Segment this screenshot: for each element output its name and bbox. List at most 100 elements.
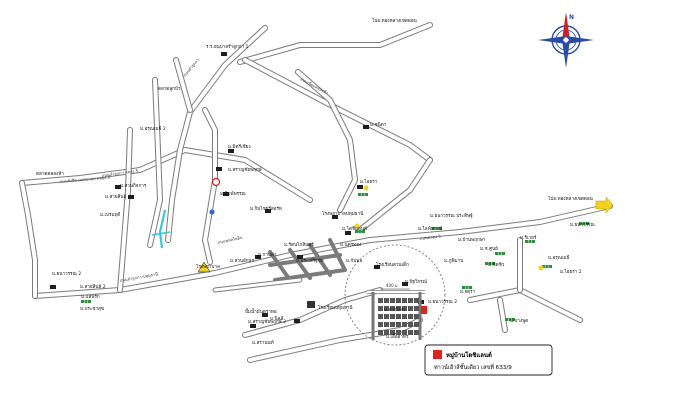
housing-cluster-icon <box>502 252 505 255</box>
housing-unit <box>384 330 389 335</box>
housing-cluster-icons <box>81 193 589 321</box>
housing-cluster-icon <box>81 300 84 303</box>
east-arrow-icon <box>566 36 594 44</box>
building-icon <box>345 231 351 235</box>
housing-cluster-icon <box>355 230 358 233</box>
place-label: โรงพยาบาล <box>196 263 220 270</box>
housing-cluster-icon <box>84 300 88 303</box>
place-label: ม.ประเสริฐชัย <box>296 257 324 264</box>
housing-cluster-icon <box>358 193 361 196</box>
housing-unit <box>408 306 413 311</box>
housing-cluster-icon <box>432 227 435 230</box>
housing-unit <box>390 330 395 335</box>
place-label: ม.ธนาวรรณ ประดิษฐ์ <box>430 212 473 219</box>
housing-unit <box>414 306 419 311</box>
building-icon <box>128 195 134 199</box>
housing-unit <box>390 322 395 327</box>
place-label: ม.โตชิแลนด์ <box>342 225 367 232</box>
building-icon <box>255 255 261 259</box>
housing-cluster-icon <box>462 286 465 289</box>
housing-cluster-icon <box>528 240 532 243</box>
legend-title: หมู่บ้านโตชิแลนด์ <box>446 351 492 360</box>
housing-unit <box>414 322 419 327</box>
building-icon <box>262 313 268 317</box>
housing-cluster-icon <box>549 265 552 268</box>
place-label: ไปอ.ทองหลางเขตดอน <box>547 195 594 202</box>
place-label: ม.อรุณเมธี 2 <box>140 125 166 132</box>
housing-unit <box>402 298 407 303</box>
housing-unit <box>378 298 383 303</box>
place-label: ม.สรานนท์ <box>252 339 274 346</box>
place-label: ม.นครทอง <box>340 242 361 248</box>
place-label: ม.สายไหม <box>384 306 405 313</box>
place-label: ม.ปัฐวิกรณ์ <box>405 278 428 285</box>
housing-cluster-icon <box>469 286 472 289</box>
place-label: ม.สวนอักษร <box>230 257 255 264</box>
housing-cluster-icon <box>542 265 545 268</box>
road-label: ถนนลำลูกกา คลอง 5 <box>101 168 139 179</box>
place-label: ม.ธนาวรรณ 2 <box>52 271 81 277</box>
place-label: ม.ประชาสุข <box>80 306 104 312</box>
compass-rose: N <box>538 12 594 68</box>
housing-unit <box>402 306 407 311</box>
housing-unit <box>408 298 413 303</box>
special-markers <box>197 177 544 308</box>
housing-cluster-icon <box>495 252 498 255</box>
housing-cluster-icon <box>485 262 488 265</box>
building-icon <box>332 215 338 219</box>
place-label: ม.ริเวอร์ <box>520 234 537 241</box>
place-label: ม.กานดา <box>258 253 277 258</box>
building-icon <box>216 167 222 171</box>
place-label: ม.มิตรีเชียง <box>228 143 251 150</box>
place-label: ม.รัตนโกสินทร์ <box>284 241 314 248</box>
housing-unit <box>408 330 413 335</box>
building-icon <box>250 324 256 328</box>
building-icon <box>402 282 408 286</box>
place-label: ม.ธนาวรรณ <box>570 222 596 228</box>
housing-unit <box>390 298 395 303</box>
road-label: ถนนรังสิต-นครนายก คลอง 5 <box>60 175 111 184</box>
housing-unit <box>378 306 383 311</box>
housing-cluster-icon <box>525 240 528 243</box>
south-arrow-icon <box>562 40 570 68</box>
west-arrow-icon <box>538 36 566 44</box>
place-label: ม.กัมพล <box>346 257 362 264</box>
housing-unit <box>396 330 401 335</box>
place-label: ตลาดลูกบัว <box>158 85 181 92</box>
building-icon <box>357 185 363 189</box>
housing-cluster-icon <box>361 193 365 196</box>
housing-cluster-icon <box>465 286 469 289</box>
housing-unit <box>396 298 401 303</box>
place-label: โรงเรียนสวนเด็ก <box>376 260 409 268</box>
legend-subtitle: ทาวน์เฮ้าส์ชั้นเดียว เลขที่ 633/9 <box>434 363 512 371</box>
housing-unit <box>414 330 419 335</box>
housing-unit <box>408 314 413 319</box>
yellow-marker-icon <box>538 265 544 271</box>
place-label: ไปอ.ทองหลางเขตดอน <box>371 17 418 24</box>
hospital-building-icon <box>307 301 315 308</box>
building-icon <box>221 52 227 56</box>
housing-unit <box>384 306 389 311</box>
inset-circle: 400 ม. <box>344 244 446 346</box>
road-network <box>19 22 613 363</box>
housing-cluster-icon <box>505 318 508 321</box>
place-label: ม.ไลฟ์ทาวน์ <box>418 225 443 232</box>
place-label: โรงพยาบาลปทุมธานี <box>322 210 364 217</box>
building-icon <box>363 125 369 129</box>
legend-box: หมู่บ้านโตชิแลนด์ ทาวน์เฮ้าส์ชั้นเดียว เ… <box>424 344 553 376</box>
housing-cluster-icon <box>365 193 368 196</box>
housing-unit <box>378 314 383 319</box>
yellow-marker-icon <box>354 223 360 229</box>
housing-unit <box>390 314 395 319</box>
housing-unit <box>408 322 413 327</box>
housing-unit <box>414 298 419 303</box>
housing-cluster-icon <box>88 300 91 303</box>
housing-unit <box>402 314 407 319</box>
place-label: ม.ช.ศูนย์ <box>480 245 498 252</box>
housing-unit <box>384 298 389 303</box>
housing-unit <box>396 314 401 319</box>
housing-unit <box>384 322 389 327</box>
place-label: ม.พิมพ์พรรณ <box>220 190 247 197</box>
place-label: ม.แสนรัก <box>81 293 100 300</box>
housing-unit <box>384 314 389 319</box>
